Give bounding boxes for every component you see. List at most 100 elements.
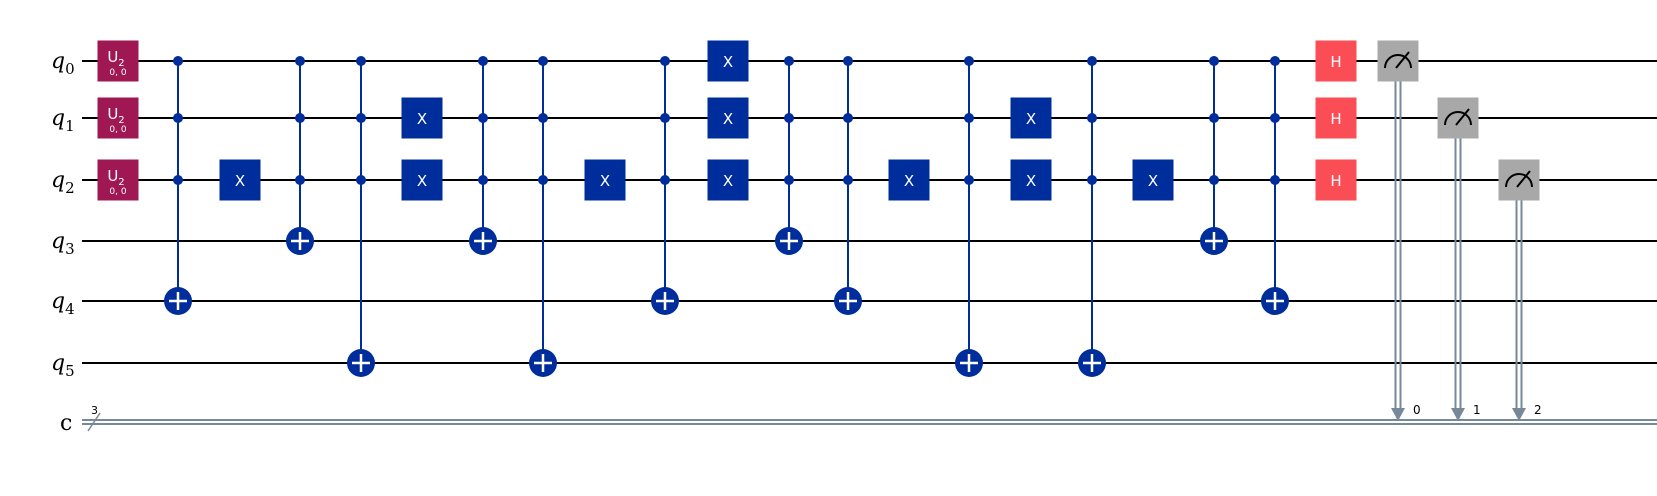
qubit-name: q xyxy=(51,289,65,314)
control-dot xyxy=(964,175,974,185)
classical-register-label: c xyxy=(60,411,72,436)
x-gate xyxy=(707,97,749,139)
meter-arc xyxy=(1384,54,1412,69)
h-gate-label: H xyxy=(1330,110,1341,128)
control-dot xyxy=(478,175,488,185)
control-dot xyxy=(964,56,974,66)
x-gate xyxy=(1010,159,1052,201)
control-dot xyxy=(660,175,670,185)
control-dot xyxy=(1270,56,1280,66)
x-gate-label: X xyxy=(723,172,733,190)
control-dot xyxy=(295,113,305,123)
control-dot xyxy=(538,113,548,123)
u2-gate-params: 0, 0 xyxy=(109,187,126,197)
qubit-label: q1 xyxy=(51,106,75,135)
u2-gate-params: 0, 0 xyxy=(109,125,126,135)
x-gate xyxy=(707,159,749,201)
qubit-name: q xyxy=(51,168,65,193)
u2-gate xyxy=(97,159,139,201)
control-dot xyxy=(356,113,366,123)
control-dot xyxy=(356,175,366,185)
qubit-name: q xyxy=(51,106,65,131)
u2-gate-name: U xyxy=(107,48,118,66)
control-dot xyxy=(843,113,853,123)
qubit-name: q xyxy=(51,49,65,74)
wires-layer xyxy=(82,60,1657,432)
control-dot xyxy=(1209,175,1219,185)
h-gate xyxy=(1315,40,1357,82)
control-dot xyxy=(295,175,305,185)
qubit-label: q5 xyxy=(51,351,75,380)
meter-arc xyxy=(1444,111,1472,126)
x-gate xyxy=(219,159,261,201)
u2-gate-name: U xyxy=(107,167,118,185)
classical-bundle-slash xyxy=(87,412,101,432)
classical-bit-label: 1 xyxy=(1473,403,1481,417)
x-gate-label: X xyxy=(1026,110,1036,128)
qubit-index: 4 xyxy=(65,300,75,318)
control-dot xyxy=(1270,175,1280,185)
classical-bit-label: 2 xyxy=(1534,403,1542,417)
h-gate xyxy=(1315,159,1357,201)
x-gate-label: X xyxy=(723,110,733,128)
x-gate-label: X xyxy=(600,172,610,190)
u2-gate-label: U2 xyxy=(107,167,124,188)
qubit-name: q xyxy=(51,351,65,376)
control-dot xyxy=(843,175,853,185)
control-dot xyxy=(1209,113,1219,123)
measure-gate xyxy=(1498,159,1540,201)
meter-needle xyxy=(1516,170,1531,188)
u2-gate-label: U2 xyxy=(107,48,124,69)
x-gate xyxy=(401,97,443,139)
x-gate xyxy=(707,40,749,82)
qubit-index: 1 xyxy=(65,117,75,135)
control-dot xyxy=(295,56,305,66)
control-dot xyxy=(660,113,670,123)
qubit-index: 2 xyxy=(65,179,75,197)
x-gate xyxy=(1010,97,1052,139)
u2-gate xyxy=(97,97,139,139)
qubit-label: q2 xyxy=(51,168,75,197)
qubit-label: q0 xyxy=(51,49,75,78)
control-dot xyxy=(964,113,974,123)
control-dot xyxy=(784,113,794,123)
x-gate-label: X xyxy=(1026,172,1036,190)
x-gate-label: X xyxy=(904,172,914,190)
control-dot xyxy=(784,56,794,66)
u2-gate-params: 0, 0 xyxy=(109,68,126,78)
classical-bit-label: 0 xyxy=(1413,403,1421,417)
control-dot xyxy=(478,113,488,123)
control-dot xyxy=(1209,56,1219,66)
u2-gate-label: U2 xyxy=(107,105,124,126)
control-dot xyxy=(538,56,548,66)
qubit-index: 3 xyxy=(65,240,75,258)
control-dot xyxy=(173,56,183,66)
qubit-label: q3 xyxy=(51,229,75,258)
control-dot xyxy=(784,175,794,185)
x-gate xyxy=(401,159,443,201)
control-dot xyxy=(538,175,548,185)
meter-needle xyxy=(1395,51,1410,69)
control-dot xyxy=(173,113,183,123)
control-dot xyxy=(1270,113,1280,123)
measure-arrow xyxy=(1512,408,1526,421)
control-dot xyxy=(478,56,488,66)
x-gate xyxy=(1132,159,1174,201)
control-dot xyxy=(1087,56,1097,66)
u2-gate xyxy=(97,40,139,82)
control-dot xyxy=(843,56,853,66)
x-gate-label: X xyxy=(417,110,427,128)
x-gate-label: X xyxy=(417,172,427,190)
qubit-label: q4 xyxy=(51,289,75,318)
control-dot xyxy=(1087,175,1097,185)
x-gate-label: X xyxy=(235,172,245,190)
x-gate-label: X xyxy=(1148,172,1158,190)
measure-arrow xyxy=(1391,408,1405,421)
classical-register-size: 3 xyxy=(91,404,98,417)
h-gate-label: H xyxy=(1330,172,1341,190)
u2-gate-subscript: 2 xyxy=(118,177,124,188)
control-dot xyxy=(356,56,366,66)
